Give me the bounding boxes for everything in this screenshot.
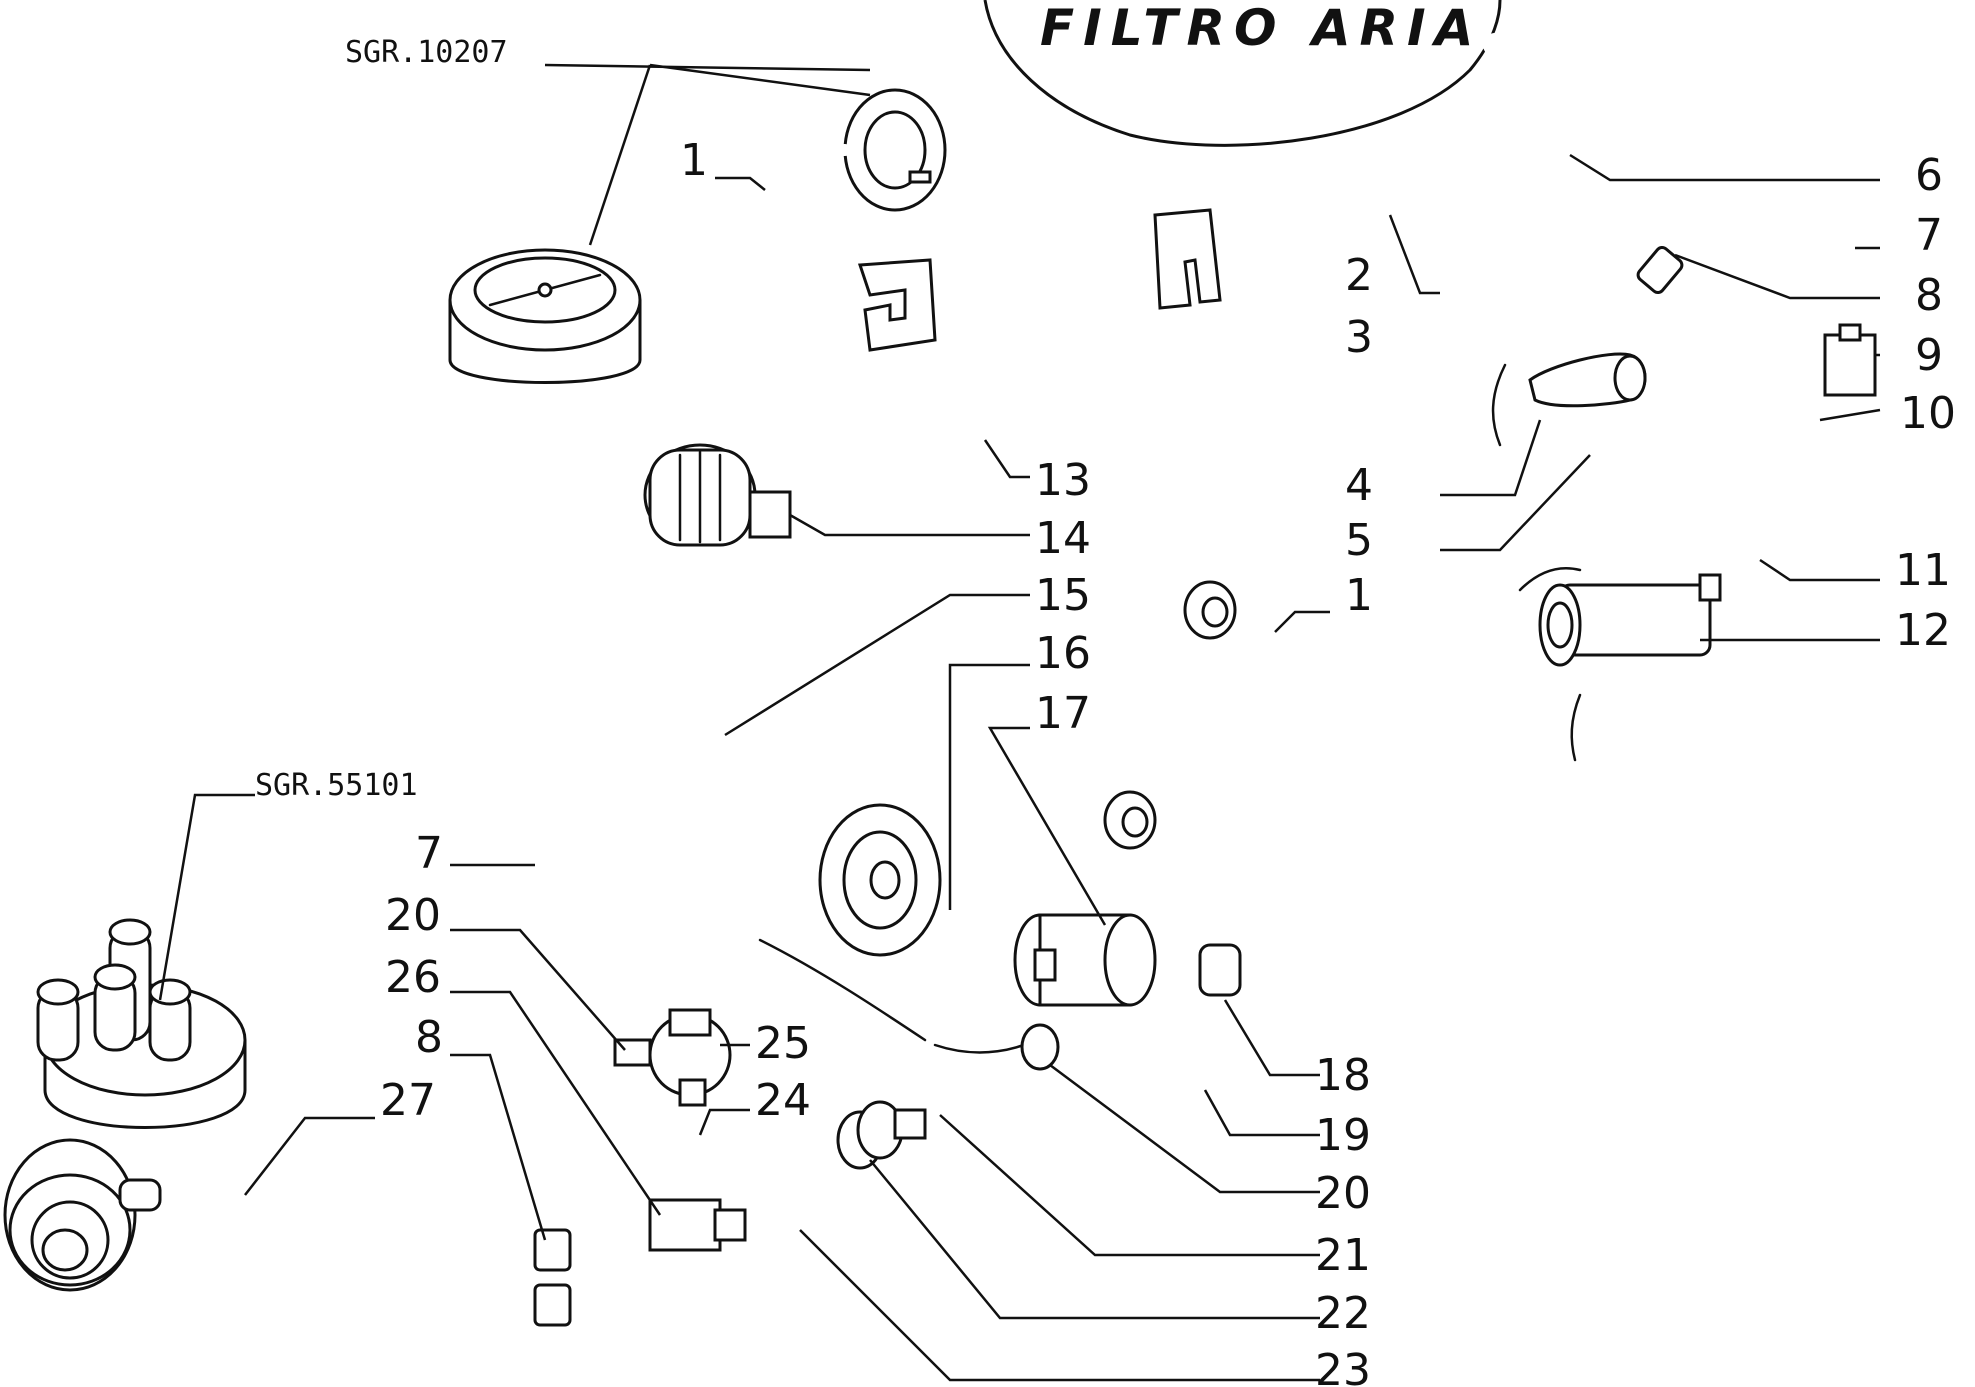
callout-1-upper: 1: [680, 135, 708, 186]
leader-lines: [158, 63, 1881, 1382]
junction-bottom: [648, 1198, 747, 1252]
callout-16: 16: [1035, 628, 1091, 679]
junction-25: [613, 1008, 732, 1107]
callout-19: 19: [1315, 1110, 1371, 1161]
callout-24: 24: [755, 1075, 811, 1126]
callout-8-left: 8: [415, 1012, 443, 1063]
clamp-8-right: [1636, 245, 1684, 295]
ref-sgr-55101: SGR.55101: [255, 768, 418, 803]
callout-18: 18: [1315, 1050, 1371, 1101]
callout-27: 27: [380, 1075, 436, 1126]
callout-3: 3: [1345, 312, 1373, 363]
tee-connector-18: [1198, 943, 1242, 997]
air-filter-title: FILTRO ARIA: [1040, 0, 1482, 57]
callout-2: 2: [1345, 250, 1373, 301]
vacuum-diaphragm-bottom-left: [3, 1138, 162, 1292]
sgr-10207-canister: [448, 248, 642, 384]
callout-9: 9: [1915, 330, 1943, 381]
callout-8-right: 8: [1915, 270, 1943, 321]
callout-4: 4: [1345, 460, 1373, 511]
joint-22: [836, 1100, 927, 1170]
callout-22: 22: [1315, 1288, 1371, 1339]
callout-15: 15: [1035, 570, 1091, 621]
port-grommet-center-right: [1183, 580, 1237, 640]
hose-network: [118, 31, 1862, 1312]
callout-6: 6: [1915, 150, 1943, 201]
hose-clip-left: [857, 258, 937, 352]
fitting-12: [1518, 566, 1722, 762]
cap-20: [1020, 1023, 1060, 1071]
port-grommet-center-mid: [1103, 790, 1157, 850]
callout-1-center: 1: [1345, 570, 1373, 621]
callout-25: 25: [755, 1018, 811, 1069]
callout-23: 23: [1315, 1345, 1371, 1387]
port-grommet-center-left: [818, 803, 942, 957]
callout-14: 14: [1035, 513, 1091, 564]
callout-7-right: 7: [1915, 210, 1943, 261]
callout-10: 10: [1900, 388, 1956, 439]
callout-21: 21: [1315, 1230, 1371, 1281]
vacuum-capsule-upper: [754, 88, 947, 291]
callout-20-right: 20: [1315, 1168, 1371, 1219]
sensor-3: [1491, 352, 1647, 447]
callout-12: 12: [1895, 605, 1951, 656]
sgr-55101-distributor-cap: [36, 918, 247, 1129]
clamp-8-left: [533, 1228, 572, 1327]
air-filter-housing: FILTRO ARIA: [983, 0, 1502, 147]
callout-11: 11: [1895, 545, 1951, 596]
elbow-9: [1823, 323, 1877, 397]
callout-20-left: 20: [385, 890, 441, 941]
hose-clip-right: [1153, 208, 1222, 310]
inline-filter-17: [1013, 913, 1157, 1007]
callout-5: 5: [1345, 515, 1373, 566]
callout-26: 26: [385, 952, 441, 1003]
callout-7-left: 7: [415, 828, 443, 879]
solenoid-valve-14: [643, 443, 792, 547]
callout-labels: SGR.10207 SGR.55101 1 6 7 8 9 10 11 12 2…: [255, 35, 1956, 1387]
callout-17: 17: [1035, 688, 1091, 739]
ref-sgr-10207: SGR.10207: [345, 35, 508, 70]
callout-13: 13: [1035, 455, 1091, 506]
